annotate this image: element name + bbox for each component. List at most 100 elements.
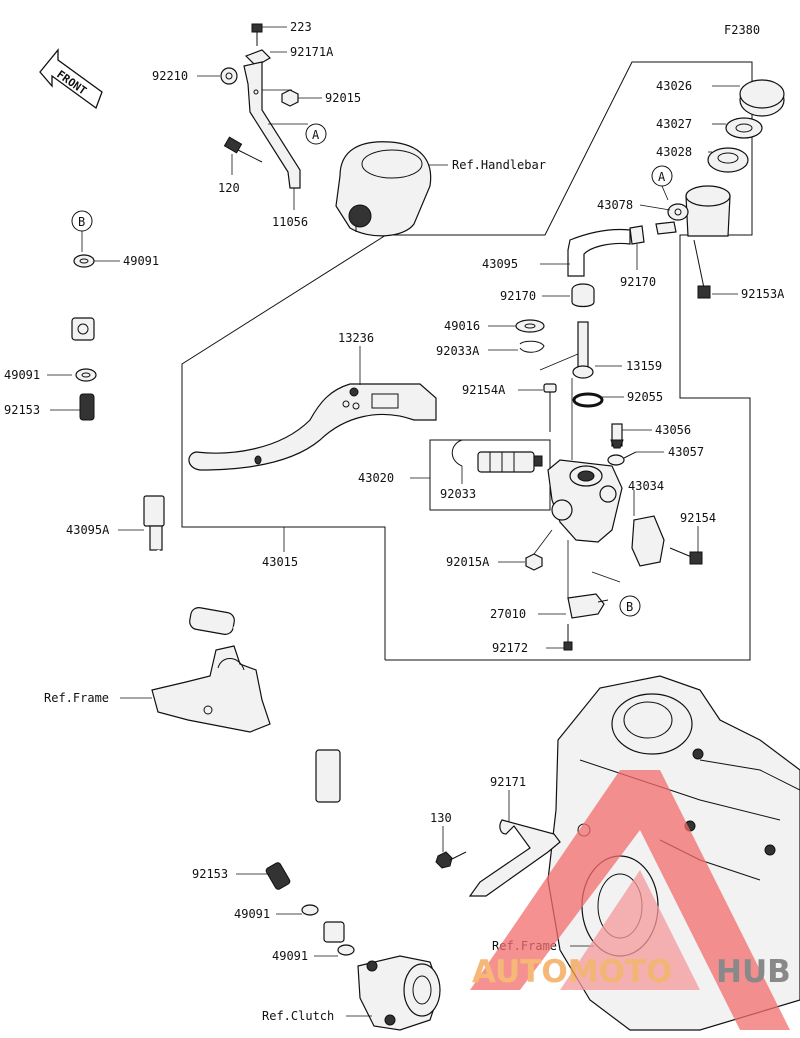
diaphragm-43028 [707,147,749,173]
washer-49091-low1 [301,904,319,916]
circlip-92033A [519,340,545,353]
circlip-92033 [451,439,463,467]
clip-92170-lower [571,283,595,308]
clutch-slave-cylinder [357,955,441,1031]
bolt-223 [251,23,263,46]
clutch-hose-43095A [30,279,352,943]
label-92015A: 92015A [446,555,490,569]
bleeder-43056 [610,423,624,449]
label-49091-mid: 49091 [4,368,40,382]
assembly-outline [181,61,753,661]
svg-text:A: A [312,128,320,142]
nut-92015A [525,553,543,571]
label-92210: 92210 [152,69,188,83]
label-43020: 43020 [358,471,394,485]
cap-43026 [739,79,785,117]
marker-b-left: B [71,210,93,232]
label-92033A: 92033A [436,344,480,358]
svg-text:B: B [78,215,85,229]
label-92153A: 92153A [741,287,785,301]
screw-92172 [563,624,573,651]
bolt-92153-bottom [265,862,291,890]
label-43015: 43015 [262,555,298,569]
frame-bracket [151,645,271,733]
label-92154A: 92154A [462,383,506,397]
label-49091-low2: 49091 [272,949,308,963]
ref-frame-left: Ref.Frame [44,691,109,705]
ref-clutch: Ref.Clutch [262,1009,334,1023]
switch-housing [335,141,432,237]
bolt-92153-top [79,393,95,421]
label-120: 120 [218,181,240,195]
label-13159: 13159 [626,359,662,373]
bolt-92154A [543,383,557,432]
piston-43020 [477,451,543,473]
nut-92210 [220,67,238,85]
label-43028: 43028 [656,145,692,159]
nut-92015 [281,89,299,107]
label-92033: 92033 [440,487,476,501]
watermark-logo: AUTOMOTO HUB [470,770,791,1030]
label-49091-top: 49091 [123,254,159,268]
cap-49016 [515,319,545,333]
washer-49091-top [73,254,95,268]
watermark-text-1: AUTOMOTO [472,954,672,990]
clamp-43034 [631,515,665,567]
label-27010: 27010 [490,607,526,621]
label-43057: 43057 [668,445,704,459]
label-49016: 49016 [444,319,480,333]
marker-b-switch: B [619,595,641,617]
reservoir-43078 [655,185,731,237]
label-223: 223 [290,20,312,34]
label-13236: 13236 [338,331,374,345]
oring-92055 [572,392,604,408]
bracket-11056 [243,61,301,189]
label-43095: 43095 [482,257,518,271]
ref-handlebar: Ref.Handlebar [452,158,546,172]
label-43078: 43078 [597,198,633,212]
label-92171A: 92171A [290,45,334,59]
svg-text:B: B [626,600,633,614]
svg-text:A: A [658,170,666,184]
bolt-130 [435,851,467,869]
washer-49091-mid [75,368,97,382]
plate-43027 [725,117,763,139]
label-92153-top: 92153 [4,403,40,417]
label-92055: 92055 [627,390,663,404]
clip-92170-upper [629,225,645,245]
cap-43057 [607,451,637,466]
label-49091-low1: 49091 [234,907,270,921]
label-43056: 43056 [655,423,691,437]
label-92015: 92015 [325,91,361,105]
label-92153-bottom: 92153 [192,867,228,881]
label-92172: 92172 [492,641,528,655]
label-92154: 92154 [680,511,716,525]
clamp-92171A [244,49,271,67]
bolt-92154 [669,547,703,565]
front-arrow-icon: FRONT [39,48,103,110]
switch-27010 [567,593,609,619]
clip-92171 [468,819,561,897]
marker-a-top: A [305,123,327,145]
screw-120 [223,136,263,163]
master-cylinder-body [547,459,623,543]
label-43026: 43026 [656,79,692,93]
lever-13236 [188,383,437,471]
fitting-13159 [572,321,594,379]
label-43027: 43027 [656,117,692,131]
marker-a-reservoir: A [651,165,673,187]
label-130: 130 [430,811,452,825]
washer-49091-low2 [337,944,355,956]
screw-92153A [693,239,711,299]
label-92170-right: 92170 [620,275,656,289]
diagram-code: F2380 [724,23,760,37]
label-11056: 11056 [272,215,308,229]
label-92171: 92171 [490,775,526,789]
label-92170-left: 92170 [500,289,536,303]
watermark-text-2: HUB [716,954,791,990]
label-43095A: 43095A [66,523,110,537]
hose-43095 [567,228,631,277]
label-43034: 43034 [628,479,664,493]
